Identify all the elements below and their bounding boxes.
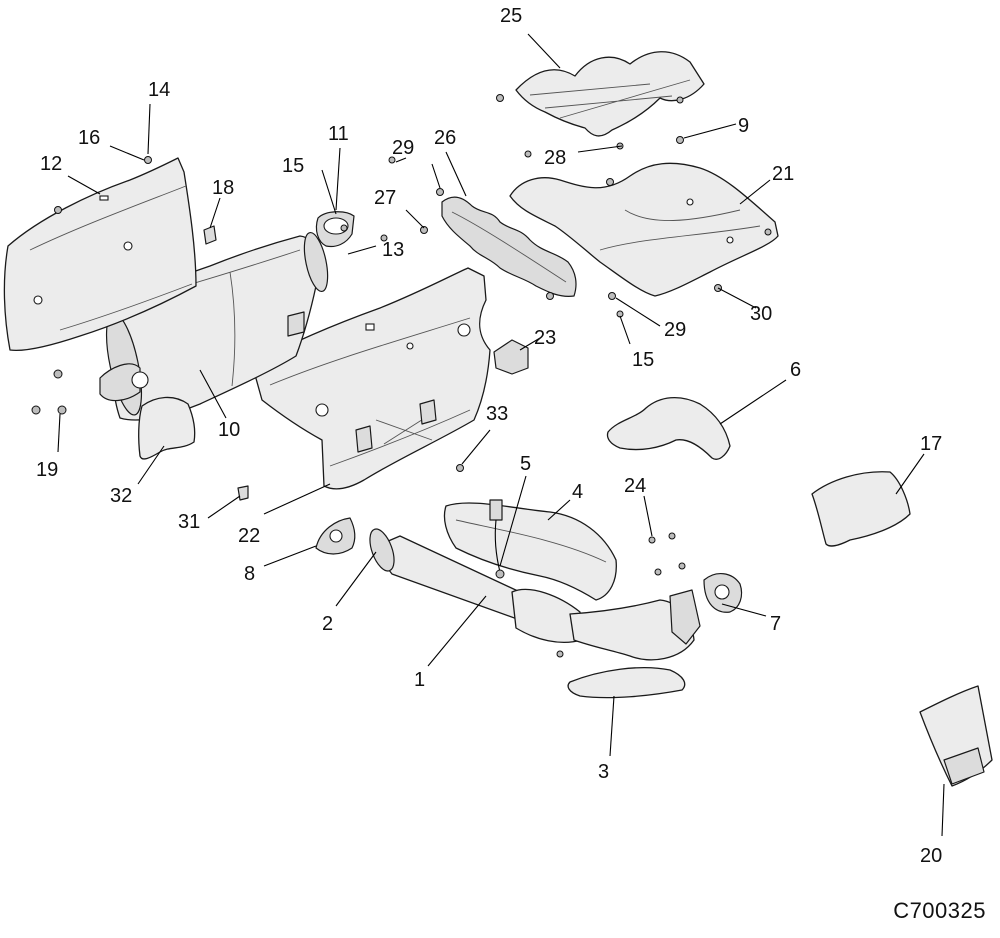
part-4-heat-shield bbox=[443, 502, 617, 601]
bolt-21b bbox=[764, 228, 772, 236]
callout-17: 17 bbox=[920, 433, 942, 455]
callout-10: 10 bbox=[218, 419, 240, 441]
callout-5: 5 bbox=[520, 453, 531, 475]
part-11-bracket bbox=[315, 211, 355, 248]
part-7-gasket bbox=[703, 573, 743, 613]
callout-18: 18 bbox=[212, 177, 234, 199]
callout-11: 11 bbox=[328, 123, 349, 145]
callout-25: 25 bbox=[500, 5, 522, 27]
part-8-gasket bbox=[315, 517, 356, 555]
callout-22: 22 bbox=[238, 525, 260, 547]
leader-lines bbox=[57, 33, 945, 837]
diagram-code: C700325 bbox=[893, 898, 986, 923]
part-17-heat-shield bbox=[811, 471, 911, 547]
callout-24: 24 bbox=[624, 475, 646, 497]
callout-28: 28 bbox=[544, 147, 566, 169]
callout-29b: 29 bbox=[664, 319, 686, 341]
callout-23: 23 bbox=[534, 327, 556, 349]
callout-32: 32 bbox=[110, 485, 132, 507]
part-32-heat-shield bbox=[138, 396, 196, 460]
part-12-heat-shield bbox=[3, 157, 197, 352]
part-3-heat-shield bbox=[567, 666, 686, 699]
part-31-clip bbox=[237, 485, 249, 501]
part-10-muffler bbox=[99, 231, 329, 421]
part-23-block bbox=[493, 339, 529, 375]
callout-29a: 29 bbox=[392, 137, 414, 159]
callout-20: 20 bbox=[920, 845, 942, 867]
callout-15b: 15 bbox=[632, 349, 654, 371]
callout-33: 33 bbox=[486, 403, 508, 425]
bolt-25a bbox=[496, 94, 504, 102]
callout-6: 6 bbox=[790, 359, 801, 381]
part-26-heat-shield-strip bbox=[441, 196, 577, 297]
callout-2: 2 bbox=[322, 613, 333, 635]
callout-1: 1 bbox=[414, 669, 425, 691]
bolt-21a bbox=[606, 178, 614, 186]
bolt-25b bbox=[676, 96, 684, 104]
part-18-spring bbox=[203, 225, 217, 245]
callout-8: 8 bbox=[244, 563, 255, 585]
callout-12: 12 bbox=[40, 153, 62, 175]
callout-15a: 15 bbox=[282, 155, 304, 177]
callout-13: 13 bbox=[382, 239, 404, 261]
callout-3: 3 bbox=[598, 761, 609, 783]
part-21-heat-shield bbox=[509, 162, 779, 297]
part-20-skid-plate bbox=[919, 685, 993, 787]
part-6-heat-shield bbox=[606, 397, 731, 460]
callout-16: 16 bbox=[78, 127, 100, 149]
callout-14: 14 bbox=[148, 79, 170, 101]
callout-19: 19 bbox=[36, 459, 58, 481]
part-25-heat-shield bbox=[496, 51, 705, 137]
callout-30: 30 bbox=[750, 303, 772, 325]
callout-21: 21 bbox=[772, 163, 794, 185]
callout-9: 9 bbox=[738, 115, 749, 137]
fasteners bbox=[31, 136, 722, 658]
callout-31: 31 bbox=[178, 511, 200, 533]
callout-7: 7 bbox=[770, 613, 781, 635]
callout-4: 4 bbox=[572, 481, 583, 503]
callout-26: 26 bbox=[434, 127, 456, 149]
callout-27: 27 bbox=[374, 187, 396, 209]
part-5-sensor bbox=[489, 499, 505, 579]
part-1-exhaust-pipe bbox=[369, 528, 701, 661]
callout-labels: 1 2 3 4 5 6 7 8 9 10 11 12 13 14 15 15 1… bbox=[36, 5, 942, 867]
